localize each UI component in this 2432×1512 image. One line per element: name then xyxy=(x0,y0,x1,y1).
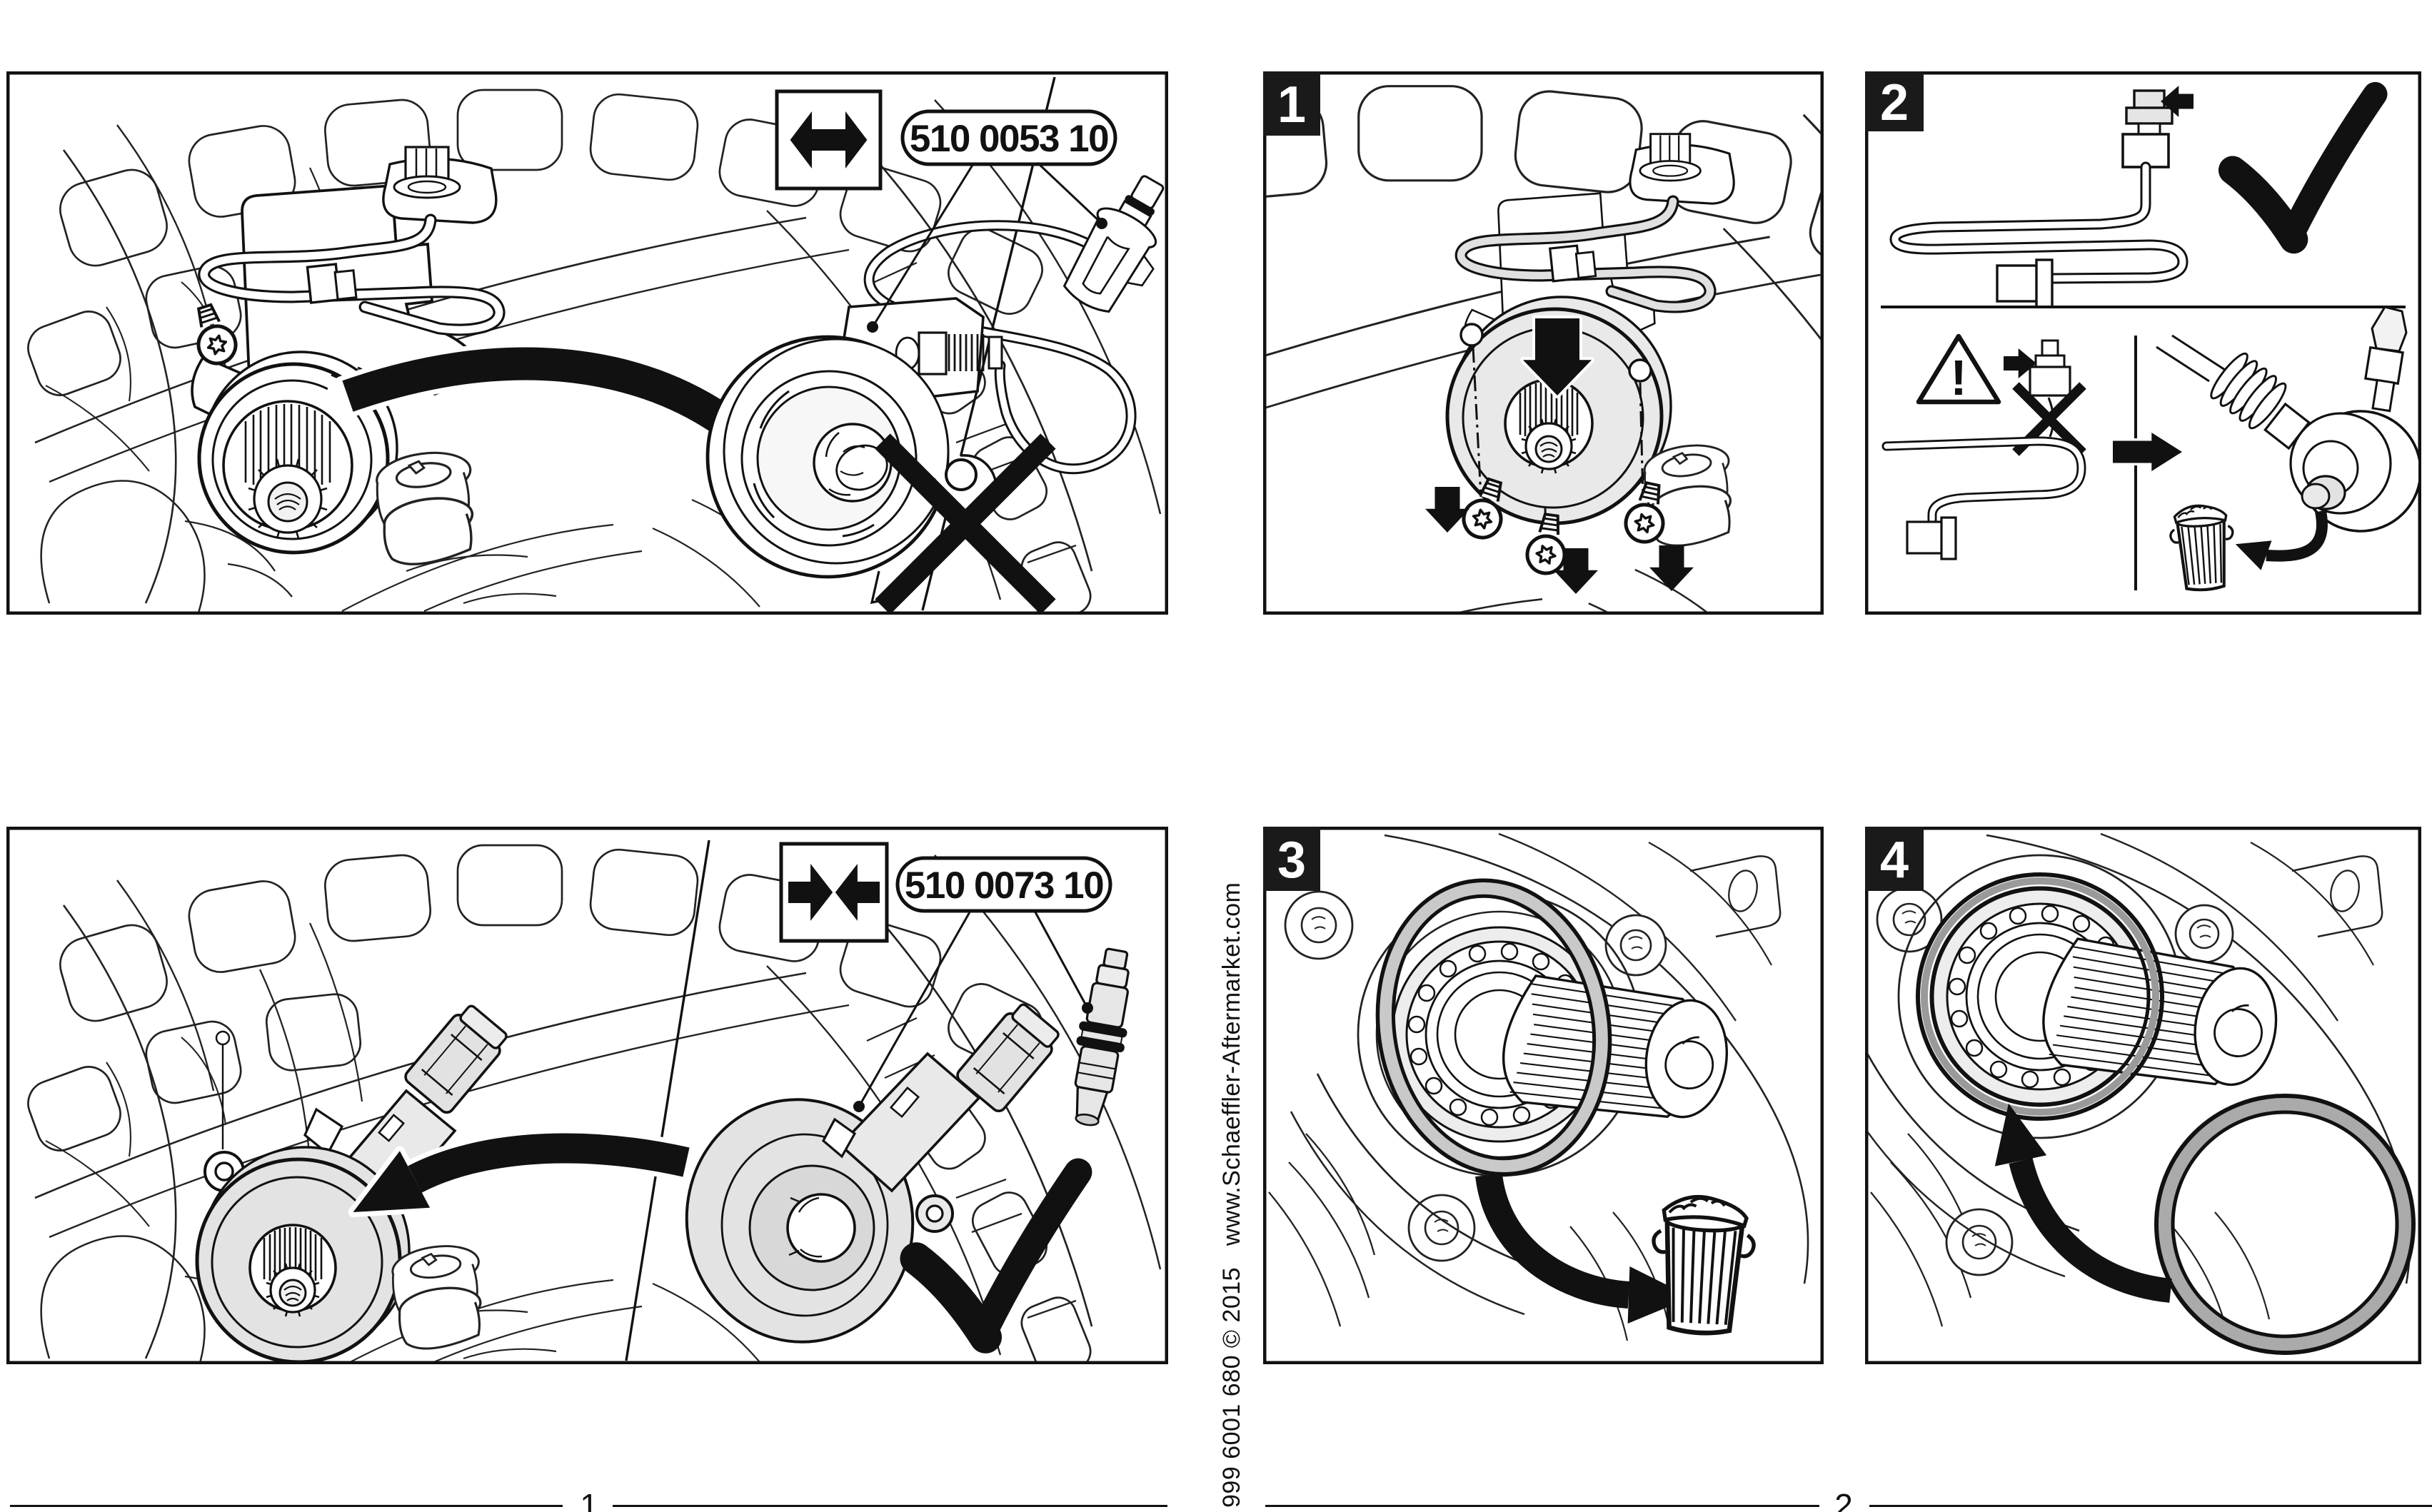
svg-text:510 0053 10: 510 0053 10 xyxy=(910,118,1108,160)
svg-text:2: 2 xyxy=(1880,74,1909,131)
svg-text:4: 4 xyxy=(1880,832,1909,889)
svg-text:3: 3 xyxy=(1277,832,1306,889)
svg-text:!: ! xyxy=(1950,350,1966,405)
svg-text:1: 1 xyxy=(1277,76,1306,133)
svg-text:510 0073 10: 510 0073 10 xyxy=(905,865,1103,907)
